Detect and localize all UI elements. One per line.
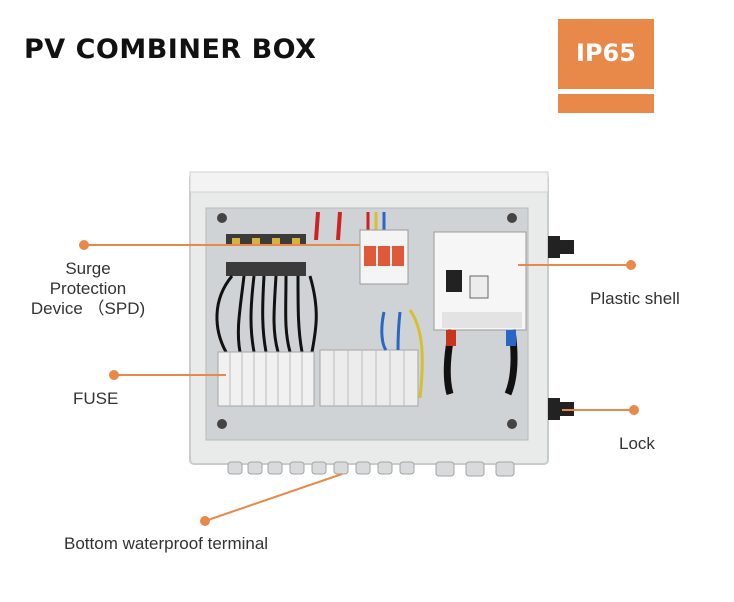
spd-module (359, 229, 409, 285)
plate-screw (507, 419, 517, 429)
ground-wire (408, 309, 424, 399)
plate-screw (217, 213, 227, 223)
callout-plastic-shell: Plastic shell (590, 289, 680, 308)
callout-spd-line2: Protection (49, 279, 127, 298)
fuse-wires (215, 275, 318, 353)
callout-lock: Lock (619, 434, 655, 453)
callout-spd-line3: Device （SPD) (30, 299, 146, 318)
input-terminals (226, 234, 306, 276)
badge-top-block (558, 19, 654, 89)
top-lock (548, 236, 574, 258)
blue-wire (380, 311, 388, 351)
badge-underline (558, 94, 654, 113)
callout-fuse: FUSE (73, 389, 119, 408)
blue-wire (396, 311, 402, 351)
ip65-badge: IP65 (558, 19, 654, 114)
bottom-glands (227, 461, 515, 477)
page-title: PV COMBINER BOX (24, 34, 317, 65)
plate-screw (507, 213, 517, 223)
badge-text: IP65 (576, 39, 636, 67)
callout-spd: Surge Protection Device （SPD) (22, 259, 154, 319)
callout-lines (79, 240, 639, 526)
callout-bottom-terminal: Bottom waterproof terminal (64, 534, 269, 553)
red-wire (314, 211, 320, 241)
enclosure-lid (189, 171, 549, 193)
red-wire (336, 211, 342, 241)
circuit-breaker (433, 231, 527, 331)
callout-spd-line1: Surge (65, 259, 111, 278)
fuse-holders (217, 349, 419, 407)
plate-screw (217, 419, 227, 429)
